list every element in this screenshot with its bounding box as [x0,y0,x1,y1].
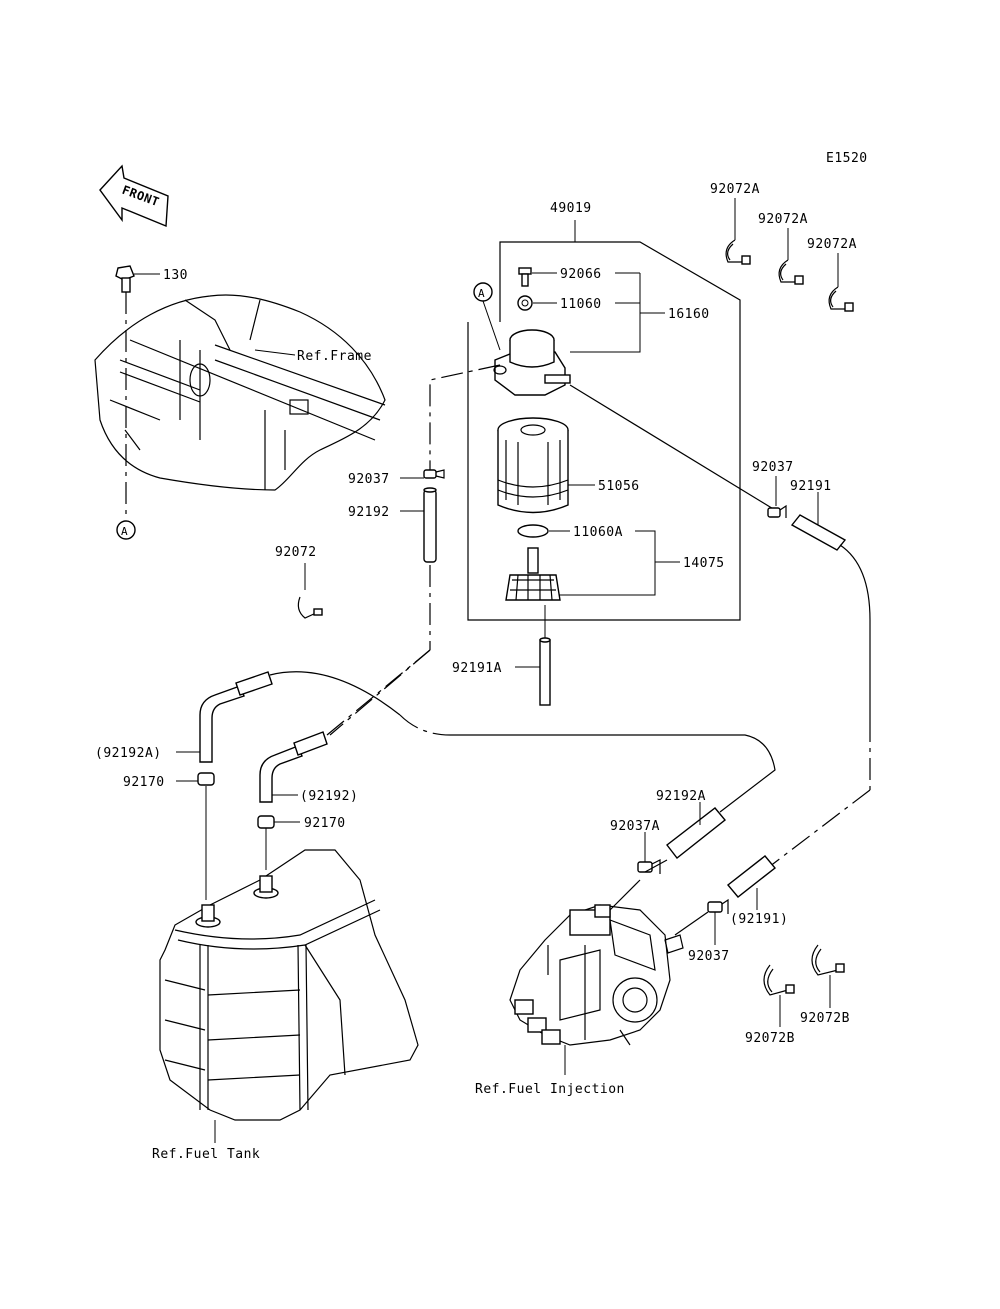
hose-92191-lower [727,855,776,898]
label-92037-right: 92037 [752,460,794,475]
label-92072a-3: 92072A [807,237,857,252]
label-92037-bottom: 92037 [688,949,730,964]
label-92037-top: 92037 [348,472,390,487]
clip-92170-left [197,772,215,786]
hose-92191a [539,637,551,706]
clamp-92072 [297,596,323,619]
label-ref-frame: Ref.Frame [297,349,372,364]
frame-illustration [94,294,386,491]
diagram-code: E1520 [826,151,868,166]
hose-92192 [423,487,437,563]
label-92170-left: 92170 [123,775,165,790]
bolt-130 [115,265,135,293]
callout-a-center-label: A [478,287,485,300]
label-11060: 11060 [560,297,602,312]
callout-a-left-label: A [121,525,128,538]
label-92191-paren: (92191) [730,912,788,927]
label-92066: 92066 [560,267,602,282]
clip-92037a [637,859,661,874]
label-130: 130 [163,268,188,283]
clamp-92072b-1 [763,964,795,996]
label-92037a: 92037A [610,819,660,834]
filter-head-16160 [493,329,571,396]
label-92170-right: 92170 [304,816,346,831]
filter-element-51056 [497,417,569,514]
hose-92192a [666,807,726,859]
label-ref-fuel-injection: Ref.Fuel Injection [475,1082,625,1097]
label-92192a-paren: (92192A) [95,746,162,761]
clip-92037-top [423,469,445,479]
fuel-tank [159,849,419,1121]
fuel-injection-pump [509,904,684,1046]
label-51056: 51056 [598,479,640,494]
label-14075: 14075 [683,556,725,571]
callout-a-left [116,520,136,540]
clip-92037-right [767,504,787,518]
washer-11060 [517,295,533,311]
label-92072: 92072 [275,545,317,560]
front-arrow-icon: FRONT [99,164,169,228]
label-16160: 16160 [668,307,710,322]
label-92191: 92191 [790,479,832,494]
clamp-92072a-1 [725,239,751,265]
label-92072a-1: 92072A [710,182,760,197]
label-49019: 49019 [550,201,592,216]
o-ring-11060a [517,524,549,538]
label-92192-paren: (92192) [300,789,358,804]
clip-92037-bottom [707,898,729,914]
label-92072b-1: 92072B [800,1011,850,1026]
screw-92066 [518,267,532,287]
label-ref-fuel-tank: Ref.Fuel Tank [152,1147,260,1162]
clamp-92072a-3 [828,286,854,312]
hose-92192a-bent [199,671,273,763]
label-92072a-2: 92072A [758,212,808,227]
hose-92191 [790,514,847,551]
clamp-92072a-2 [778,259,804,285]
bowl-14075 [505,547,561,601]
label-11060a: 11060A [573,525,623,540]
clamp-92072b-2 [811,944,845,976]
hose-92192-bent [259,731,328,803]
label-92191a: 92191A [452,661,502,676]
label-92072b-2: 92072B [745,1031,795,1046]
label-92192: 92192 [348,505,390,520]
clip-92170-right [257,815,275,829]
label-92192a: 92192A [656,789,706,804]
